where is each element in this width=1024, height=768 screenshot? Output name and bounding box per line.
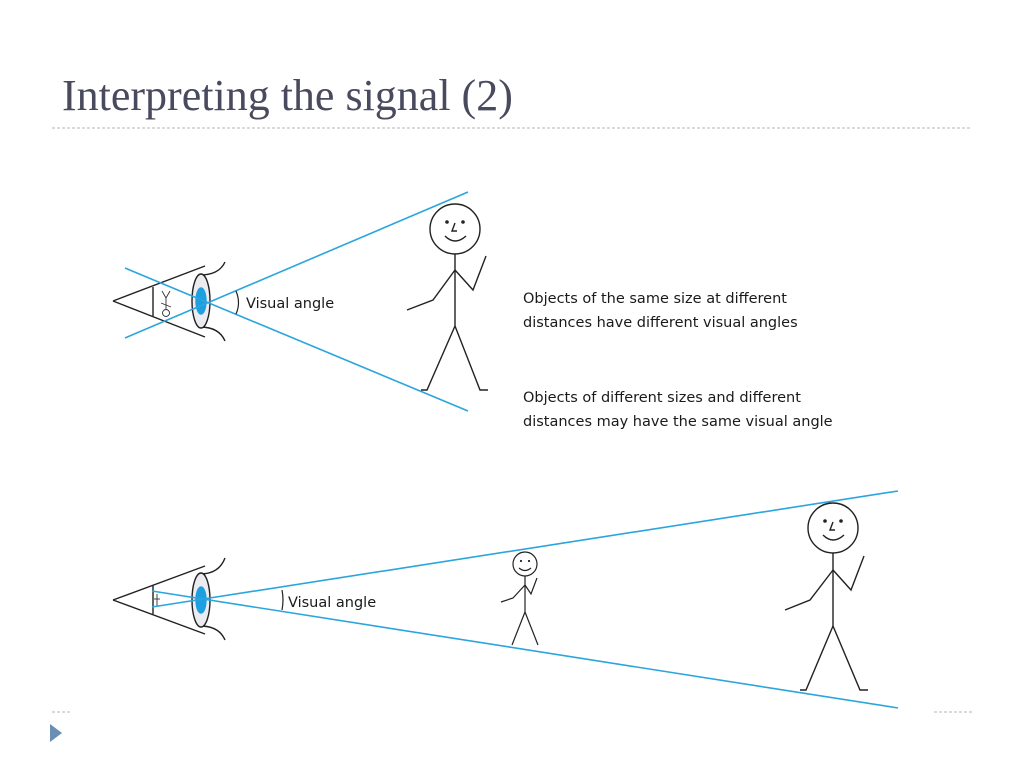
- slide-title: Interpreting the signal (2): [62, 71, 513, 120]
- top-diagram: [112, 191, 488, 412]
- note-line-1: Objects of the same size at different: [523, 291, 787, 307]
- bottom-small-stick-figure-icon: [500, 551, 539, 646]
- next-slide-arrow-icon[interactable]: [50, 724, 62, 742]
- bottom-visual-angle-label: Visual angle: [288, 595, 376, 611]
- top-angle-arc: [235, 290, 240, 315]
- top-retinal-image-icon: [160, 290, 172, 317]
- bottom-angle-arc: [281, 589, 284, 611]
- top-eye-icon: [112, 261, 226, 342]
- bottom-large-stick-figure-icon: [784, 502, 868, 691]
- bottom-sight-lines: [151, 490, 899, 709]
- note-line-4: distances may have the same visual angle: [523, 414, 833, 430]
- top-visual-angle-label: Visual angle: [246, 296, 334, 312]
- note-line-3: Objects of different sizes and different: [523, 390, 801, 406]
- bottom-retinal-image-icon: [154, 594, 160, 607]
- note-line-2: distances have different visual angles: [523, 315, 798, 331]
- notes: Objects of the same size at different di…: [523, 291, 833, 430]
- top-stick-figure-icon: [406, 203, 488, 391]
- bottom-diagram: [112, 490, 899, 709]
- top-sight-lines: [124, 191, 469, 412]
